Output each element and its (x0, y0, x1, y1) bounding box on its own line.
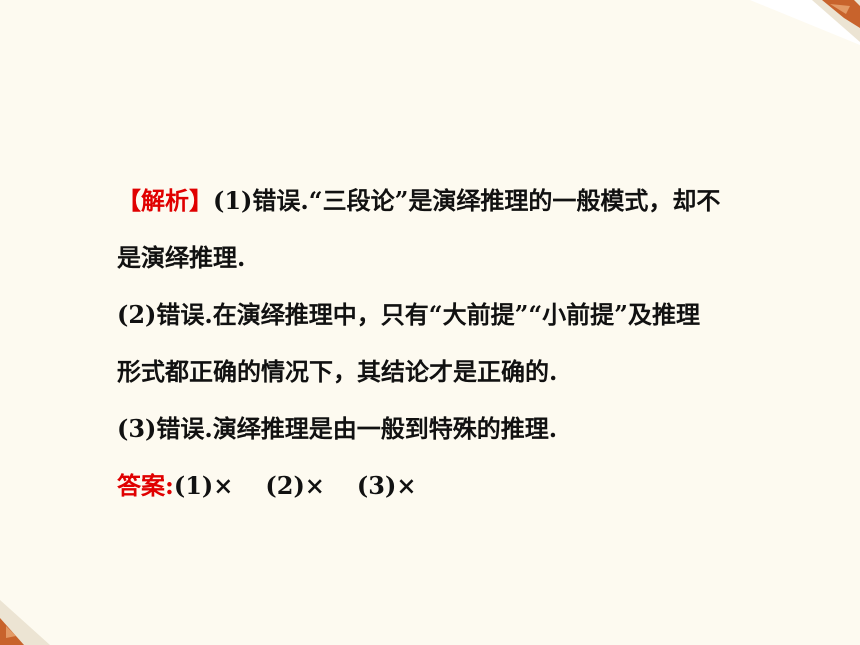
answer-item-1: (1)× (173, 471, 234, 500)
analysis-line-2: 是演绎推理. (117, 243, 246, 272)
corner-decoration-bottom-left (0, 600, 50, 645)
answer-line: 答案:(1)× (2)× (3)× (117, 457, 817, 514)
analysis-line-3: (2)错误.在演绎推理中，只有“大前提”“小前提”及推理 (117, 300, 700, 329)
analysis-content: 【解析】(1)错误.“三段论”是演绎推理的一般模式，却不 是演绎推理. (2)错… (117, 172, 817, 514)
analysis-line-5: (3)错误.演绎推理是由一般到特殊的推理. (117, 414, 558, 443)
analysis-line-4: 形式都正确的情况下，其结论才是正确的. (117, 357, 558, 386)
corner-decoration-top-right (750, 0, 860, 45)
analysis-label: 【解析】 (117, 186, 213, 215)
answer-item-3: (3)× (356, 471, 417, 500)
analysis-text: (1)错误.“三段论”是演绎推理的一般模式，却不 (213, 186, 721, 215)
answer-label: 答案: (117, 471, 174, 500)
analysis-line-1: 【解析】(1)错误.“三段论”是演绎推理的一般模式，却不 (117, 172, 817, 229)
answer-item-2: (2)× (265, 471, 325, 500)
